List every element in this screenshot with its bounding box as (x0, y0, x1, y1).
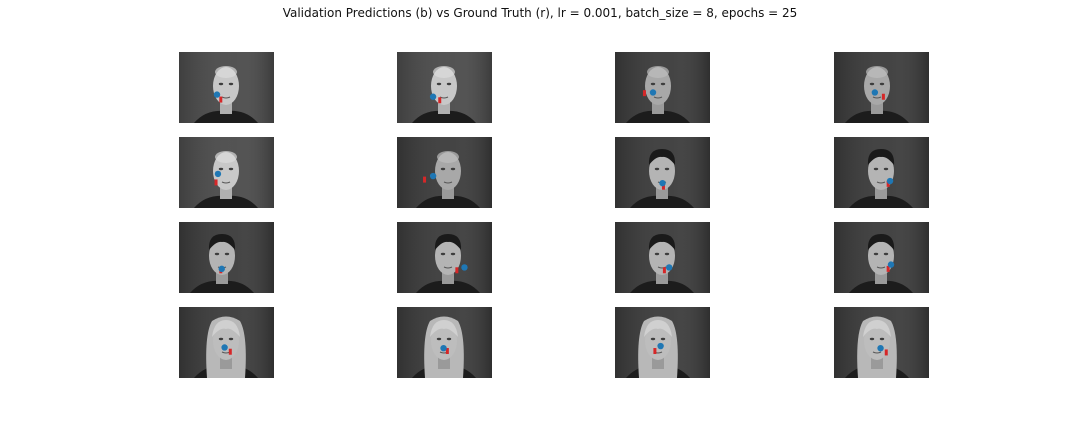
face-photo (179, 222, 274, 293)
prediction-marker (218, 265, 225, 273)
face-photo (615, 52, 710, 123)
prediction-marker (871, 89, 879, 96)
face-image-panel (397, 222, 492, 293)
prediction-marker (461, 264, 468, 271)
face-image-panel (834, 137, 929, 208)
ground-truth-marker (219, 96, 223, 103)
prediction-marker (221, 344, 228, 351)
face-photo (834, 52, 929, 123)
face-photo (179, 307, 274, 378)
ground-truth-marker (881, 93, 885, 100)
prediction-marker (429, 93, 437, 100)
prediction-marker (886, 177, 894, 185)
face-image-panel (615, 52, 710, 123)
ground-truth-marker (642, 90, 646, 97)
prediction-marker (657, 342, 664, 350)
face-image-panel (615, 137, 710, 208)
face-image-panel (834, 307, 929, 378)
prediction-marker (213, 91, 221, 98)
face-photo (397, 222, 492, 293)
face-photo (397, 137, 492, 208)
ground-truth-marker (423, 176, 427, 183)
face-image-panel (834, 222, 929, 293)
prediction-marker (877, 344, 884, 352)
ground-truth-marker (455, 267, 459, 274)
ground-truth-marker (438, 97, 442, 104)
prediction-marker (649, 89, 657, 96)
ground-truth-marker (214, 179, 218, 186)
face-photo (397, 307, 492, 378)
ground-truth-marker (653, 348, 657, 355)
face-image-panel (397, 307, 492, 378)
ground-truth-marker (884, 349, 888, 356)
ground-truth-marker (886, 265, 890, 272)
face-photo (834, 137, 929, 208)
face-photo (834, 307, 929, 378)
face-image-panel (179, 307, 274, 378)
prediction-marker (440, 344, 447, 352)
prediction-marker (887, 261, 895, 268)
ground-truth-marker (662, 267, 666, 274)
face-photo (615, 307, 710, 378)
face-photo (397, 52, 492, 123)
face-photo (179, 137, 274, 208)
face-image-panel (179, 52, 274, 123)
ground-truth-marker (445, 348, 449, 355)
face-image-panel (397, 52, 492, 123)
prediction-marker (659, 179, 666, 187)
face-image-panel (615, 307, 710, 378)
face-image-panel (179, 222, 274, 293)
ground-truth-marker (228, 348, 232, 355)
face-photo (834, 222, 929, 293)
face-image-panel (179, 137, 274, 208)
face-image-panel (397, 137, 492, 208)
prediction-marker (429, 172, 437, 180)
face-photo (615, 137, 710, 208)
ground-truth-marker (661, 183, 665, 190)
prediction-marker (214, 170, 222, 178)
prediction-marker (665, 264, 673, 271)
face-image-panel (834, 52, 929, 123)
figure-title: Validation Predictions (b) vs Ground Tru… (282, 6, 798, 20)
face-photo (615, 222, 710, 293)
face-photo (179, 52, 274, 123)
face-image-panel (615, 222, 710, 293)
ground-truth-marker (886, 180, 890, 187)
